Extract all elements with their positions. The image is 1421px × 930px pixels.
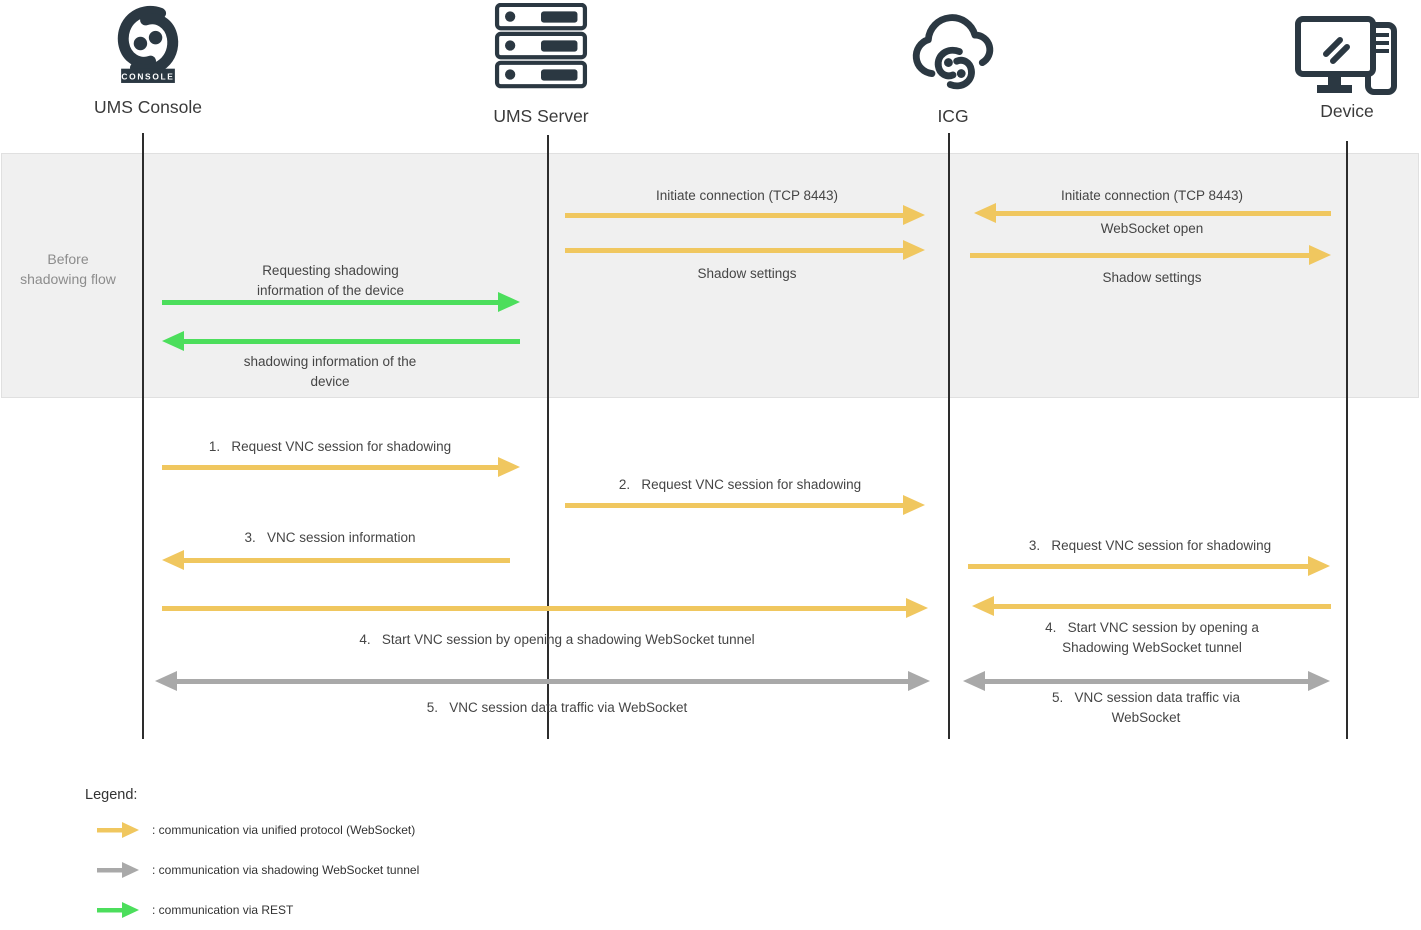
lifeline-ums-console: [142, 133, 144, 739]
actor-icg: ICG: [883, 4, 1023, 127]
label-step3-request-vnc-device: 3. Request VNC session for shadowing: [1028, 538, 1272, 553]
device-icon: [1295, 16, 1397, 95]
label-step5-vnc-traffic-device-icg: 5. VNC session data traffic via WebSocke…: [1051, 690, 1241, 726]
legend-label-rest: : communication via REST: [152, 903, 294, 917]
arrow-requesting-shadowing-info: [162, 292, 520, 312]
lifeline-ums-server: [547, 135, 549, 739]
legend-title: Legend:: [85, 787, 138, 803]
actor-ums-console: CONSOLE UMS Console: [78, 4, 218, 118]
arrow-step4-start-vnc-console-icg: [162, 598, 928, 618]
cloud-icon: [912, 14, 994, 90]
lifeline-icg: [948, 133, 950, 739]
before-shadowing-band-label: Before shadowing flow: [20, 251, 116, 287]
legend-yellow-arrow-icon: [97, 822, 139, 838]
arrow-step5-vnc-traffic-device-icg: [963, 671, 1330, 691]
label-step4-start-vnc-console-icg: 4. Start VNC session by opening a shadow…: [359, 632, 755, 647]
label-step5-vnc-traffic-console-icg: 5. VNC session data traffic via WebSocke…: [426, 700, 688, 715]
legend-item-unified-protocol: : communication via unified protocol (We…: [97, 822, 415, 838]
igel-console-icon: CONSOLE: [117, 6, 179, 83]
arrow-step1-request-vnc: [162, 457, 520, 477]
arrow-shadowing-info-response: [162, 331, 520, 351]
lifeline-device: [1346, 141, 1348, 739]
legend-item-shadowing-tunnel: : communication via shadowing WebSocket …: [97, 862, 419, 878]
label-step4-start-vnc-device-icg: 4. Start VNC session by opening a Shadow…: [1045, 620, 1259, 656]
actor-label-device: Device: [1320, 101, 1374, 121]
before-shadowing-band: [1, 153, 1419, 398]
label-shadow-settings-server-icg: Shadow settings: [697, 266, 797, 281]
arrow-initiate-connection-device-icg: [974, 203, 1331, 223]
console-badge-text: CONSOLE: [121, 72, 174, 82]
actor-device: Device: [1277, 16, 1417, 122]
label-step3-vnc-session-info: 3. VNC session information: [244, 530, 416, 545]
actor-label-ums-console: UMS Console: [94, 97, 202, 117]
arrow-initiate-connection-server-icg: [565, 205, 925, 225]
actor-label-ums-server: UMS Server: [493, 106, 589, 126]
legend-green-arrow-icon: [97, 902, 139, 918]
label-initiate-connection-device-icg: Initiate connection (TCP 8443): [1060, 188, 1244, 203]
actor-label-icg: ICG: [937, 106, 969, 126]
arrow-shadow-settings-server-icg: [565, 240, 925, 260]
actor-ums-server: UMS Server: [471, 3, 611, 127]
arrow-shadow-settings-icg-device: [970, 245, 1331, 265]
label-step1-request-vnc: 1. Request VNC session for shadowing: [208, 439, 452, 454]
label-websocket-open: WebSocket open: [1100, 221, 1204, 236]
label-shadow-settings-icg-device: Shadow settings: [1102, 270, 1202, 285]
arrow-step5-vnc-traffic-console-icg: [155, 671, 930, 691]
server-rack-icon: [494, 3, 588, 89]
arrow-step3-vnc-session-info: [162, 550, 510, 570]
legend-gray-arrow-icon: [97, 862, 139, 878]
legend-label-unified-protocol: : communication via unified protocol (We…: [152, 823, 416, 837]
legend-label-shadowing-tunnel: : communication via shadowing WebSocket …: [152, 863, 420, 877]
label-step2-request-vnc: 2. Request VNC session for shadowing: [618, 477, 862, 492]
arrow-step3-request-vnc-device: [968, 556, 1330, 576]
label-shadowing-info-response: shadowing information of the device: [243, 354, 417, 390]
legend-item-rest: : communication via REST: [97, 902, 293, 918]
arrow-step2-request-vnc: [565, 495, 925, 515]
label-initiate-connection-server-icg: Initiate connection (TCP 8443): [655, 188, 839, 203]
arrow-step4-start-vnc-device-icg: [972, 596, 1331, 616]
